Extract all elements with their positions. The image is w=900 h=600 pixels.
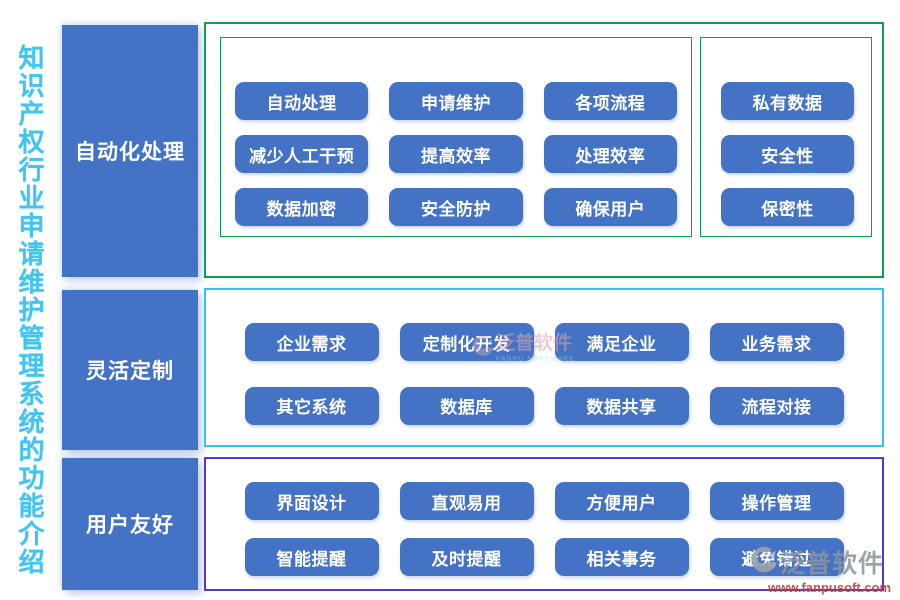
feature-pill-operation-mgmt[interactable]: 操作管理 — [709, 482, 844, 520]
section-label-automation: 自动化处理 — [62, 25, 198, 277]
feature-pill-intuitive[interactable]: 直观易用 — [399, 482, 534, 520]
section-label-user-friendly: 用户友好 — [62, 458, 198, 590]
feature-pill-related-affairs[interactable]: 相关事务 — [554, 538, 689, 576]
feature-pill-data-sharing[interactable]: 数据共享 — [554, 386, 689, 425]
section-automation-container: 自动处理 申请维护 各项流程 减少人工干预 提高效率 处理效率 数据加密 安全防… — [204, 22, 884, 278]
page-title: 知识产权行业申请维护管理系统的功能介绍 — [15, 44, 44, 576]
feature-pill-confidentiality[interactable]: 保密性 — [721, 188, 854, 226]
feature-pill-raise-efficiency[interactable]: 提高效率 — [389, 135, 523, 173]
feature-pill-auto-process[interactable]: 自动处理 — [235, 82, 369, 120]
feature-pill-enterprise-needs[interactable]: 企业需求 — [244, 323, 379, 361]
feature-pill-smart-remind[interactable]: 智能提醒 — [244, 538, 379, 576]
feature-pill-safety[interactable]: 安全性 — [721, 135, 854, 173]
section-customization-container: 企业需求 定制化开发 满足企业 业务需求 其它系统 数据库 数据共享 流程对接 — [204, 288, 884, 447]
feature-pill-custom-dev[interactable]: 定制化开发 — [399, 323, 534, 361]
automation-side-grid: 私有数据 安全性 保密性 — [700, 37, 872, 237]
feature-pill-process-efficiency[interactable]: 处理效率 — [543, 135, 677, 173]
feature-pill-security-guard[interactable]: 安全防护 — [389, 188, 523, 226]
customization-feature-grid: 企业需求 定制化开发 满足企业 业务需求 其它系统 数据库 数据共享 流程对接 — [206, 290, 882, 445]
feature-pill-flow-connect[interactable]: 流程对接 — [709, 386, 844, 425]
feature-pill-convenient-user[interactable]: 方便用户 — [554, 482, 689, 520]
feature-pill-data-encrypt[interactable]: 数据加密 — [235, 188, 369, 226]
section-user-friendly-container: 界面设计 直观易用 方便用户 操作管理 智能提醒 及时提醒 相关事务 避免错过 — [204, 457, 884, 591]
feature-pill-all-flows[interactable]: 各项流程 — [543, 82, 677, 120]
feature-pill-timely-remind[interactable]: 及时提醒 — [399, 538, 534, 576]
feature-pill-ui-design[interactable]: 界面设计 — [244, 482, 379, 520]
feature-pill-ensure-user[interactable]: 确保用户 — [543, 188, 677, 226]
section-label-customization: 灵活定制 — [62, 290, 198, 450]
feature-pill-apply-maintain[interactable]: 申请维护 — [389, 82, 523, 120]
automation-feature-grid: 自动处理 申请维护 各项流程 减少人工干预 提高效率 处理效率 数据加密 安全防… — [220, 37, 692, 237]
feature-pill-other-systems[interactable]: 其它系统 — [244, 386, 379, 425]
feature-pill-business-needs[interactable]: 业务需求 — [709, 323, 844, 361]
user-friendly-feature-grid: 界面设计 直观易用 方便用户 操作管理 智能提醒 及时提醒 相关事务 避免错过 — [206, 459, 882, 589]
feature-pill-database[interactable]: 数据库 — [399, 386, 534, 425]
feature-pill-private-data[interactable]: 私有数据 — [721, 82, 854, 120]
feature-pill-less-manual[interactable]: 减少人工干预 — [235, 135, 369, 173]
feature-pill-satisfy-enterprise[interactable]: 满足企业 — [554, 323, 689, 361]
feature-pill-avoid-missing[interactable]: 避免错过 — [709, 538, 844, 576]
